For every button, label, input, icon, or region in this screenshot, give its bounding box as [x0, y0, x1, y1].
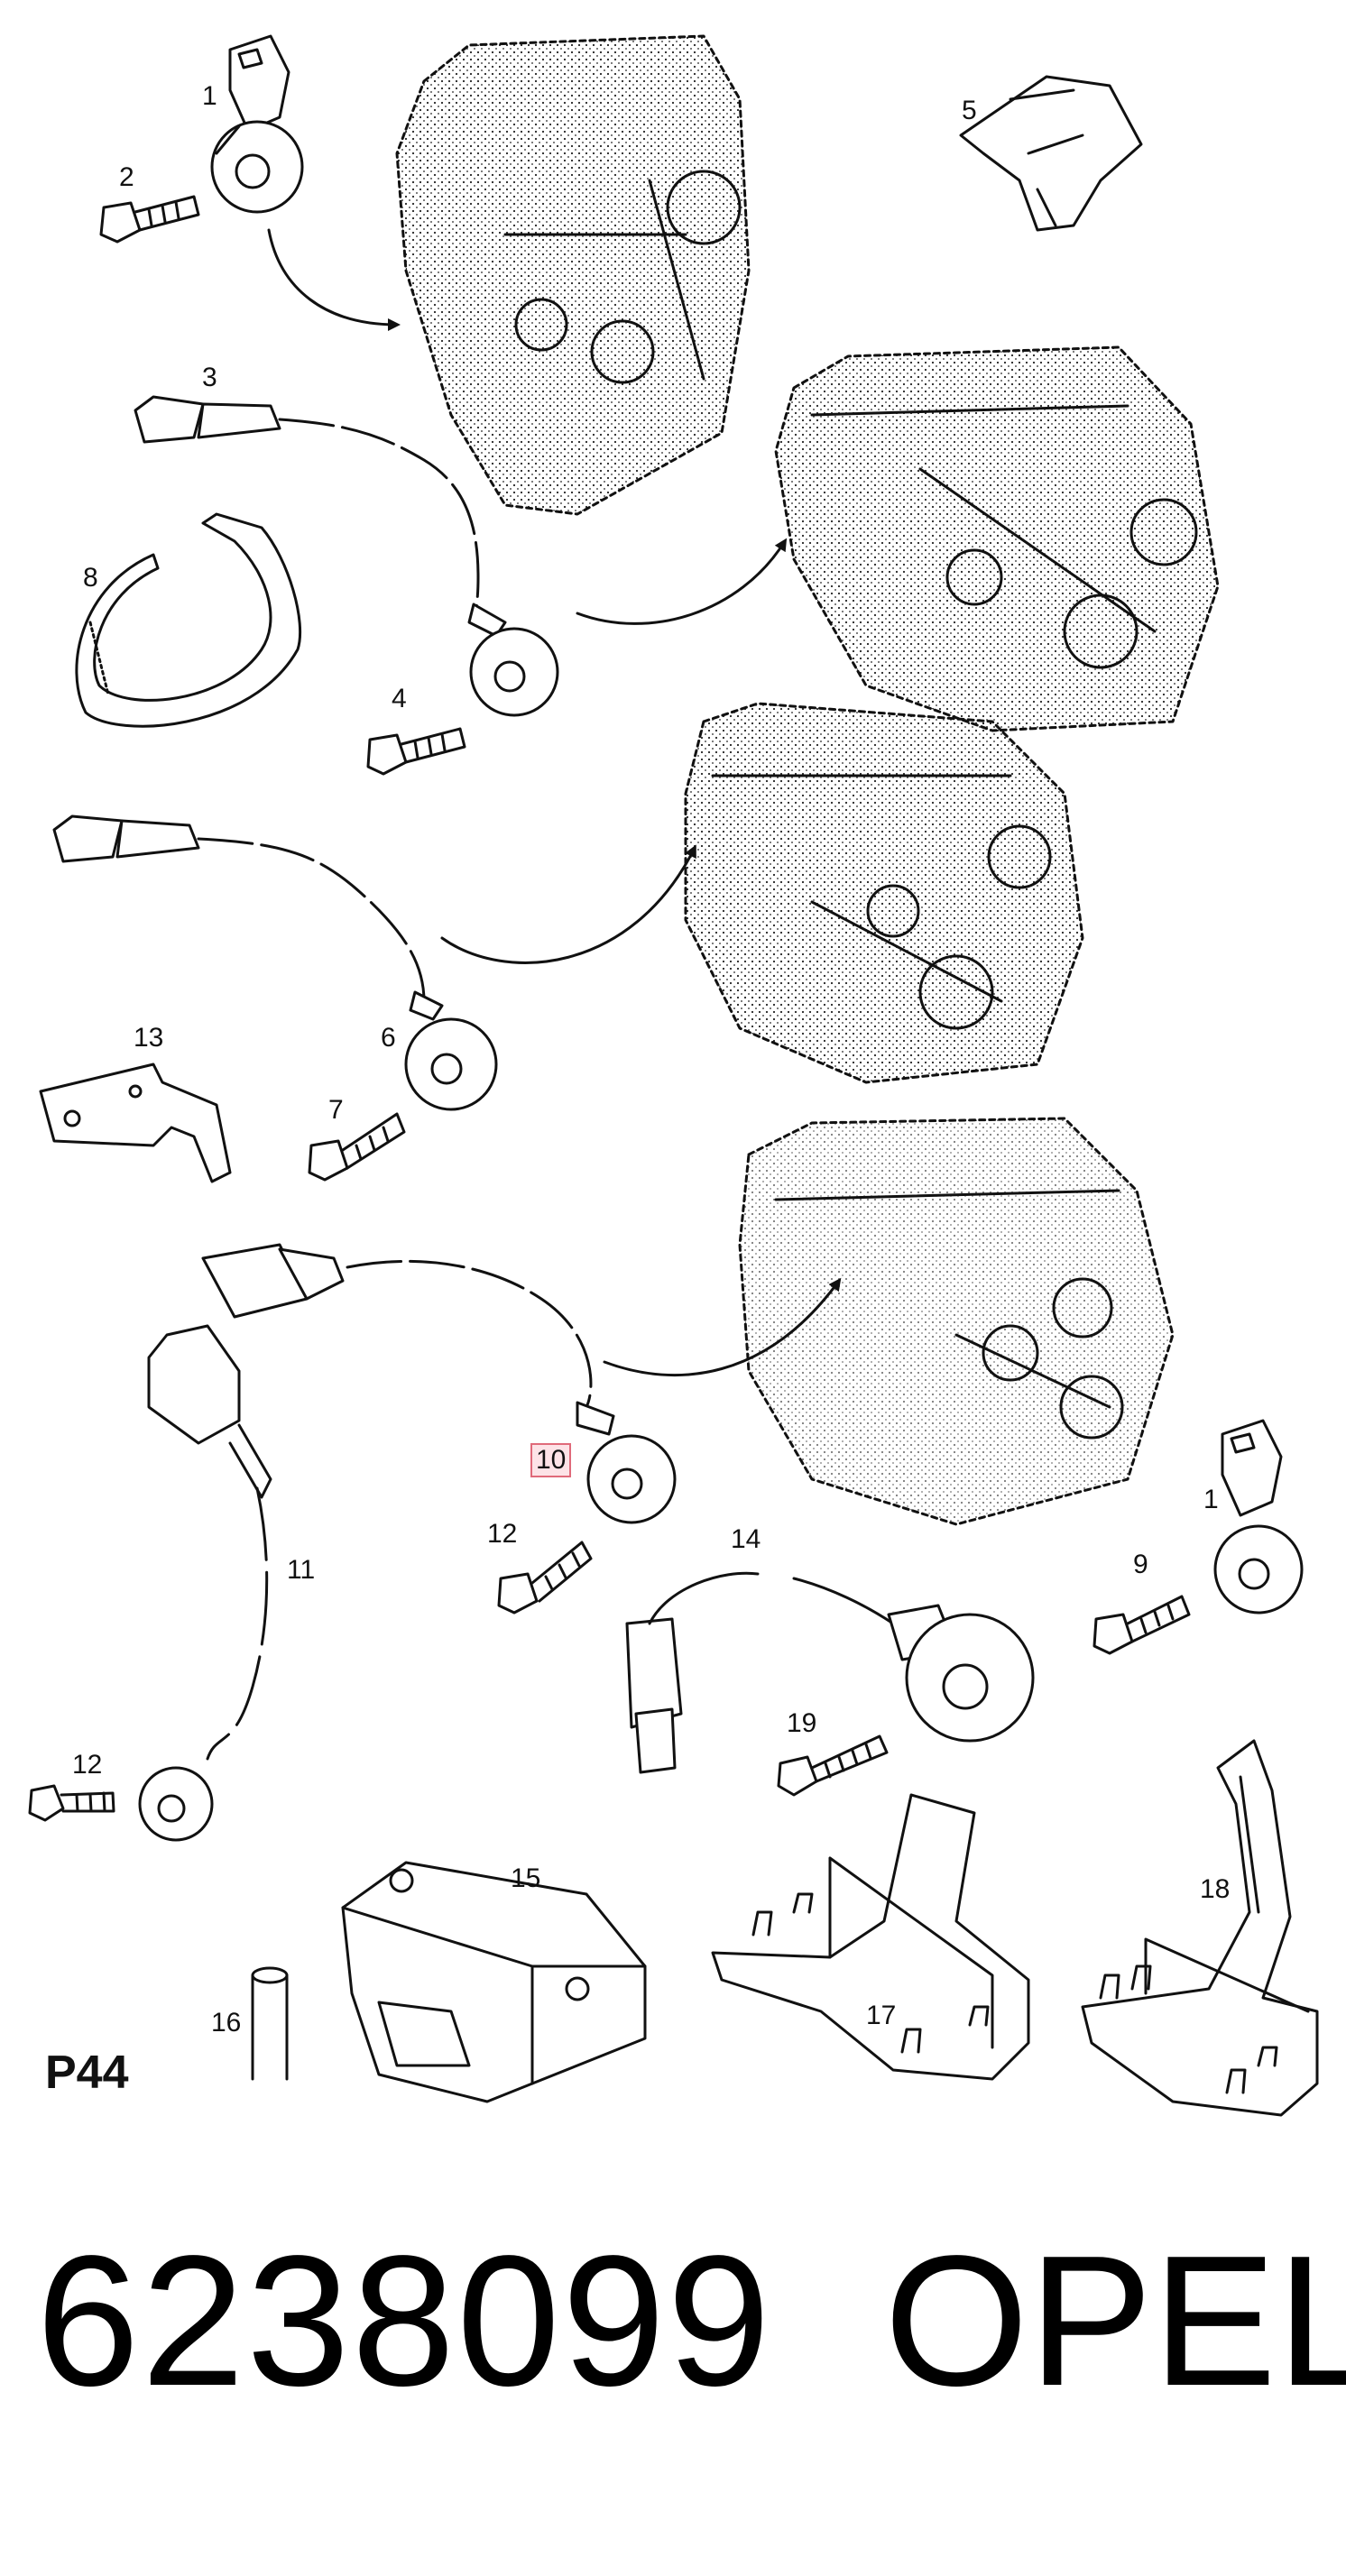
part-number: 6238099 [36, 2217, 772, 2424]
bracket-part-17 [711, 1793, 1030, 2081]
bolt-part-12-middle [497, 1541, 593, 1615]
callout-1-top: 1 [202, 81, 217, 111]
bracket-part-13 [39, 1063, 232, 1183]
control-module-part-15 [341, 1861, 647, 2103]
callout-8: 8 [83, 563, 98, 593]
callout-15: 15 [511, 1863, 541, 1893]
arrow-to-engine-3 [440, 844, 696, 964]
screw-part-19 [777, 1734, 889, 1797]
engine-illustration-4 [738, 1117, 1175, 1526]
panel-label: P44 [45, 2047, 129, 2099]
callout-14: 14 [731, 1524, 761, 1554]
bolt-part-4 [366, 727, 466, 776]
engine-illustration-3 [684, 702, 1084, 1084]
callout-13: 13 [134, 1023, 164, 1053]
callout-18: 18 [1200, 1874, 1231, 1904]
callout-6: 6 [381, 1023, 396, 1053]
callout-10: 10 [530, 1443, 572, 1477]
knock-sensor-part-3 [134, 395, 559, 717]
arrow-to-engine-2 [576, 538, 788, 625]
bolt-part-7 [308, 1112, 406, 1182]
arrow-to-engine-1 [267, 228, 401, 331]
callout-2: 2 [119, 162, 134, 192]
knock-sensor-part-11 [138, 1324, 272, 1842]
callout-9: 9 [1133, 1550, 1148, 1579]
callout-7: 7 [328, 1095, 344, 1125]
cable-tie-part-8 [75, 512, 302, 728]
callout-17: 17 [866, 2001, 897, 2030]
knock-sensor-part-1-right [1213, 1419, 1304, 1615]
callout-12-middle: 12 [487, 1519, 518, 1549]
knock-sensor-part-6 [52, 814, 498, 1111]
engine-illustration-1 [395, 34, 751, 516]
callout-5: 5 [962, 96, 977, 125]
knock-sensor-part-10 [201, 1243, 677, 1524]
bracket-part-18 [1081, 1739, 1319, 2117]
engine-illustration-2 [774, 345, 1220, 732]
callout-1-right: 1 [1203, 1485, 1219, 1514]
bolt-part-2 [99, 195, 200, 244]
callout-19: 19 [787, 1708, 817, 1738]
callout-11: 11 [287, 1555, 316, 1585]
callout-4: 4 [392, 684, 407, 713]
bolt-part-9 [1092, 1595, 1191, 1655]
callout-12-lower: 12 [72, 1750, 103, 1780]
bolt-part-12-lower [28, 1784, 115, 1822]
clip-part-5 [959, 75, 1143, 232]
callout-16: 16 [211, 2008, 242, 2038]
hose-part-16 [251, 1966, 289, 2081]
arrow-to-engine-4 [603, 1277, 842, 1376]
knock-sensor-part-14 [625, 1571, 1035, 1774]
knock-sensor-part-1-top [210, 34, 304, 214]
callout-3: 3 [202, 363, 217, 392]
brand-name: OPEL [884, 2217, 1346, 2424]
